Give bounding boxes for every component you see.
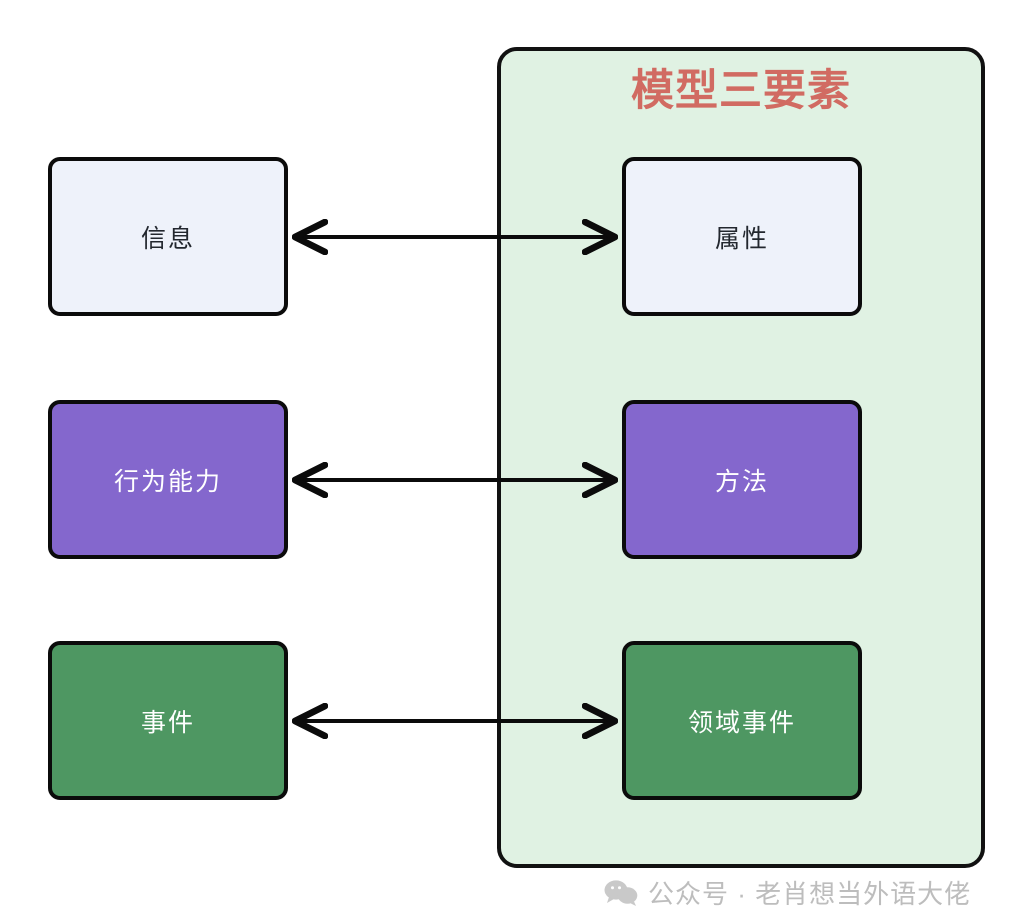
node-attribute[interactable]: 属性 bbox=[622, 157, 862, 316]
wechat-icon bbox=[604, 879, 638, 906]
watermark-text: 公众号 · 老肖想当外语大佬 bbox=[648, 879, 972, 909]
node-method[interactable]: 方法 bbox=[622, 400, 862, 559]
node-event[interactable]: 事件 bbox=[48, 641, 288, 800]
watermark: 公众号 · 老肖想当外语大佬 bbox=[604, 874, 971, 911]
panel-title: 模型三要素 bbox=[631, 67, 851, 115]
node-behavior-ability[interactable]: 行为能力 bbox=[48, 400, 288, 559]
node-domain-event[interactable]: 领域事件 bbox=[622, 641, 862, 800]
node-information[interactable]: 信息 bbox=[48, 157, 288, 316]
